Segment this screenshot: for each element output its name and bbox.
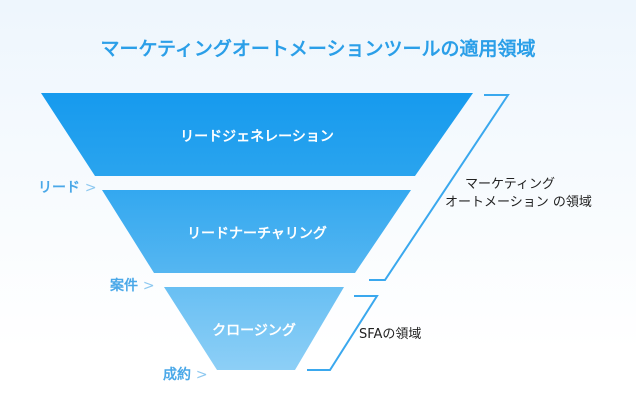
chevron-right-icon: >: [195, 367, 208, 383]
ma-area-label-line1: マーケティング: [465, 177, 555, 192]
stage-lead-nurturing: リードナーチャリング: [187, 226, 327, 242]
sfa-bracket: [307, 295, 379, 371]
stage-lead-generation: リードジェネレーション: [180, 129, 334, 145]
sfa-area-label: SFAの領域: [359, 327, 422, 342]
funnel-stage-2: [102, 190, 411, 273]
milestone-lead: リード >: [38, 177, 97, 197]
milestone-deal: 案件 >: [110, 275, 155, 295]
chevron-right-icon: >: [142, 278, 155, 294]
chevron-right-icon: >: [84, 180, 97, 196]
page-title: マーケティングオートメーションツールの適用領域: [100, 38, 536, 60]
stage-closing: クロージング: [212, 323, 296, 339]
milestone-label: リード: [38, 180, 80, 196]
funnel-stage-3: [164, 287, 344, 370]
funnel-stage-1: [41, 93, 473, 176]
milestone-label: 案件: [110, 278, 138, 294]
ma-bracket: [369, 94, 510, 281]
milestone-label: 成約: [163, 367, 191, 383]
milestone-contract: 成約 >: [163, 364, 208, 384]
ma-area-label-line2: オートメーション の領域: [445, 195, 592, 210]
